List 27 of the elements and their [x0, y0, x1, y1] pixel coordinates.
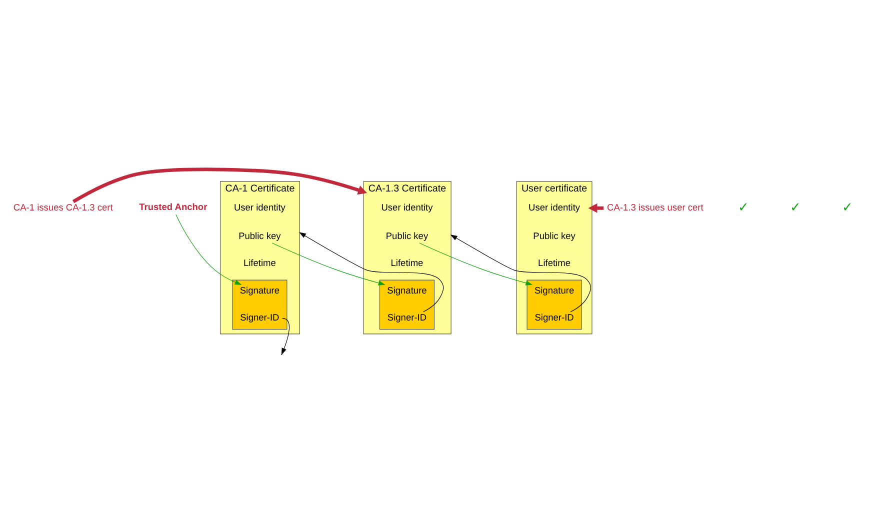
- node-text: Lifetime: [538, 258, 571, 268]
- node-text: Trusted Anchor: [139, 202, 208, 212]
- node-text: Signer-ID: [387, 312, 427, 323]
- node-text: Lifetime: [243, 258, 276, 268]
- node-text: CA-1.3 issues user cert: [607, 202, 704, 212]
- arrow: [72, 168, 368, 204]
- cluster: [526, 280, 582, 330]
- label: ✓: [790, 199, 802, 214]
- arrow: [298, 232, 444, 312]
- node-text: User identity: [381, 202, 433, 212]
- node-text: Public key: [533, 230, 576, 241]
- node-text: Signature: [534, 285, 574, 296]
- arrow: [272, 242, 386, 286]
- node-text: User identity: [234, 202, 286, 212]
- node-text: CA-1 issues CA-1.3 cert: [13, 202, 113, 212]
- arrow: [419, 242, 533, 286]
- node-text: Public key: [386, 230, 428, 241]
- label: ✓: [842, 199, 854, 214]
- arrow: [176, 214, 242, 285]
- node-text: Lifetime: [390, 258, 424, 268]
- node-text: Signer-ID: [534, 312, 574, 323]
- node-text: Signature: [387, 285, 427, 296]
- node-text: Signer-ID: [240, 312, 280, 323]
- node-text: Signature: [240, 285, 280, 296]
- label: ✓: [738, 199, 749, 214]
- node-text: Public key: [238, 230, 281, 241]
- node-text: User identity: [528, 202, 580, 212]
